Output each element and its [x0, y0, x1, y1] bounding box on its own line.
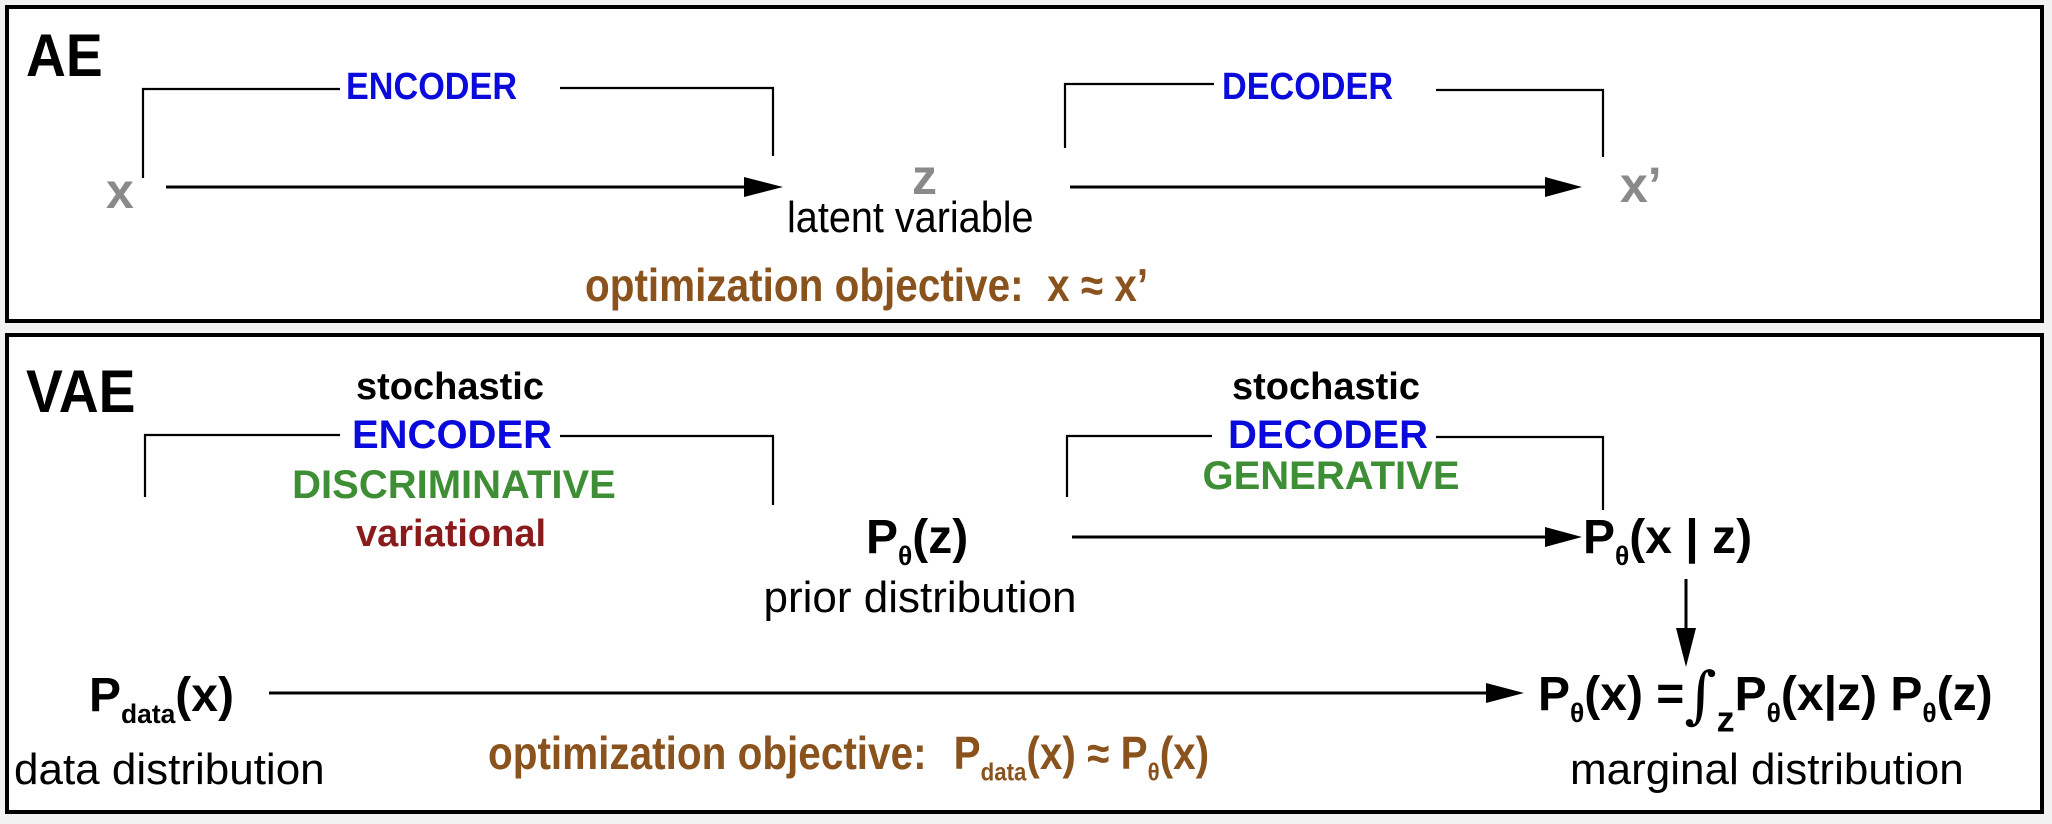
ae-panel: [5, 5, 2044, 323]
ae-objective: optimization objective: x ≈ x’: [585, 262, 1225, 308]
prior-symbol: P: [866, 511, 899, 564]
ae-output-xprime: x’: [1620, 157, 1662, 213]
ae-objective-label: optimization objective:: [585, 259, 1024, 311]
marginal-lhs-symbol: P: [1538, 668, 1571, 721]
vae-objective-lhs-symbol: P: [953, 727, 981, 779]
likelihood-subscript: θ: [1615, 540, 1630, 571]
ae-latent-caption-text: latent variable: [787, 193, 1034, 242]
vae-data-formula: Pdata(x): [89, 669, 234, 729]
vae-panel: [5, 333, 2044, 814]
marginal-term2-subscript: θ: [1922, 697, 1937, 728]
data-arg: (x): [175, 669, 234, 722]
vae-objective-inner: optimization objective: Pdata(x) ≈ Pθ(x): [488, 730, 1209, 786]
likelihood-symbol: P: [1583, 511, 1616, 564]
ae-objective-inner: optimization objective: x ≈ x’: [585, 262, 1148, 308]
prior-subscript: θ: [898, 540, 913, 571]
ae-decoder-label: DECODER: [1222, 68, 1412, 106]
integral-sign: ∫: [1684, 658, 1717, 731]
vae-title: VAE: [26, 358, 136, 425]
marginal-term1-subscript: θ: [1766, 697, 1781, 728]
vae-objective: optimization objective: Pdata(x) ≈ Pθ(x): [488, 730, 1308, 786]
ae-title: AE: [26, 22, 103, 89]
ae-encoder-label: ENCODER: [346, 68, 536, 106]
vae-encoder-method: variational: [355, 513, 547, 555]
ae-latent-z: z: [912, 149, 937, 205]
vae-objective-rhs-subscript: θ: [1147, 758, 1160, 787]
ae-encoder-label-text: ENCODER: [346, 66, 518, 108]
marginal-term2-arg: (z): [1936, 668, 1993, 721]
likelihood-arg: (x | z): [1629, 511, 1753, 564]
vae-encoder-qualifier: stochastic: [356, 366, 544, 408]
marginal-term1-symbol: P: [1734, 668, 1767, 721]
data-subscript: data: [121, 698, 176, 729]
vae-encoder-type: DISCRIMINATIVE: [292, 463, 616, 507]
marginal-lhs-arg: (x): [1584, 668, 1643, 721]
vae-decoder-qualifier: stochastic: [1232, 366, 1420, 408]
ae-latent-caption: latent variable: [787, 196, 1061, 240]
vae-decoder-type: GENERATIVE: [1202, 454, 1460, 498]
marginal-term2-symbol: P: [1890, 668, 1923, 721]
vae-marginal-caption: marginal distribution: [1570, 745, 1964, 794]
vae-objective-approx: ≈: [1087, 727, 1110, 779]
ae-decoder-label-text: DECODER: [1222, 66, 1394, 108]
data-symbol: P: [89, 669, 122, 722]
vae-encoder-label: ENCODER: [351, 413, 553, 457]
vae-likelihood-formula: Pθ(x | z): [1583, 511, 1753, 571]
prior-arg: (z): [912, 511, 969, 564]
ae-input-x: x: [106, 163, 134, 219]
ae-objective-expr: x ≈ x’: [1047, 259, 1149, 311]
marginal-equals: =: [1656, 668, 1685, 721]
vae-data-caption: data distribution: [14, 745, 325, 794]
vae-objective-lhs-subscript: data: [980, 758, 1027, 787]
marginal-term1-arg: (x|z): [1780, 668, 1878, 721]
vae-objective-lhs-arg: (x): [1026, 727, 1076, 779]
vae-objective-label: optimization objective:: [488, 727, 927, 779]
vae-decoder-label: DECODER: [1227, 413, 1429, 457]
vae-objective-rhs-arg: (x): [1159, 727, 1210, 779]
vae-prior-caption: prior distribution: [763, 573, 1077, 622]
vae-prior-formula: Pθ(z): [866, 511, 969, 571]
marginal-lhs-subscript: θ: [1570, 697, 1585, 728]
integral-variable: z: [1716, 698, 1735, 740]
vae-objective-rhs-symbol: P: [1120, 727, 1148, 779]
vae-marginal-formula: Pθ(x) =∫zPθ(x|z) Pθ(z): [1538, 664, 1993, 738]
